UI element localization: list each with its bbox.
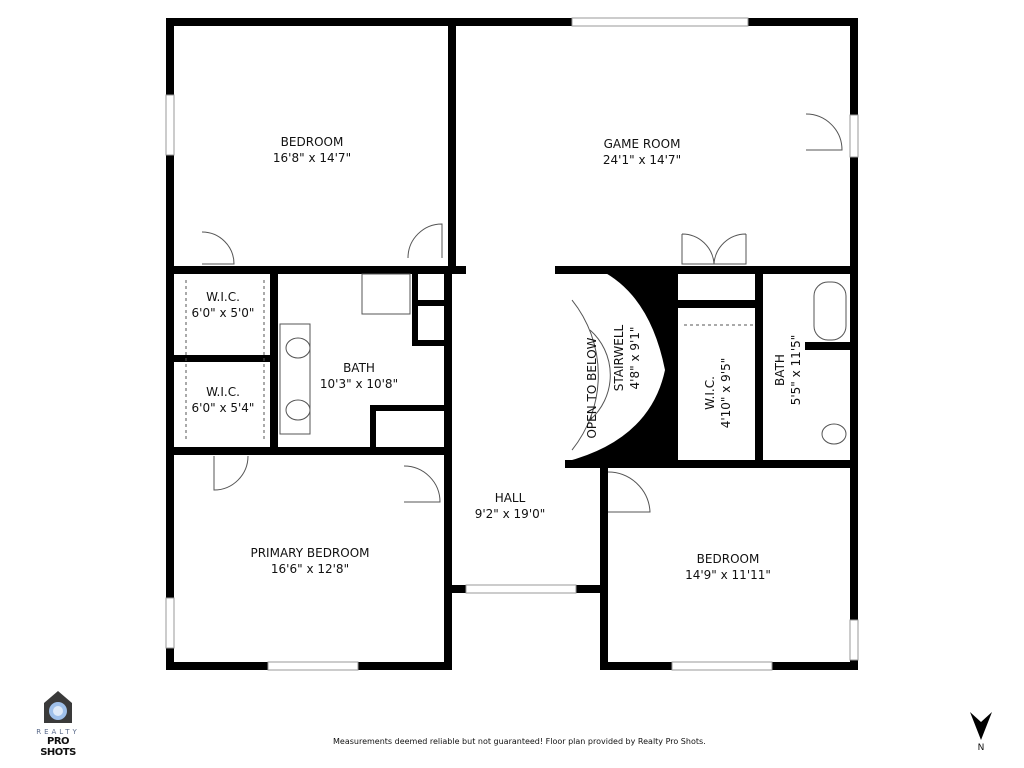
room-name: GAME ROOM bbox=[603, 137, 681, 151]
disclaimer: Measurements deemed reliable but not gua… bbox=[333, 737, 706, 746]
room-size: 16'6" x 12'8" bbox=[270, 562, 350, 576]
room-name: HALL bbox=[494, 491, 526, 505]
room-name: W.I.C. bbox=[703, 376, 717, 410]
fixtures bbox=[185, 113, 847, 513]
compass-label: N bbox=[977, 743, 985, 753]
logo-line-1: REALTY bbox=[36, 728, 80, 736]
room-name: STAIRWELL bbox=[612, 324, 626, 392]
room-name: W.I.C. bbox=[206, 385, 240, 399]
north-arrow-icon bbox=[970, 712, 992, 740]
room-label-wic-1: W.I.C. 6'0" x 5'0" bbox=[192, 289, 255, 321]
room-label-bedroom-nw: BEDROOM 16'8" x 14'7" bbox=[273, 134, 351, 166]
room-name: BATH bbox=[343, 361, 375, 375]
compass: N bbox=[968, 710, 994, 753]
room-label-wic-3: W.I.C.4'10" x 9'5" bbox=[702, 358, 734, 429]
room-name: OPEN TO BELOW bbox=[585, 337, 599, 439]
room-label-hall: HALL 9'2" x 19'0" bbox=[475, 490, 546, 522]
room-size: 9'2" x 19'0" bbox=[474, 507, 546, 521]
room-size: 14'9" x 11'11" bbox=[685, 568, 771, 582]
room-size: 10'3" x 10'8" bbox=[319, 377, 399, 391]
room-label-bath-main: BATH 10'3" x 10'8" bbox=[320, 360, 398, 392]
room-size: 4'8" x 9'1" bbox=[628, 326, 642, 390]
room-label-game-room: GAME ROOM 24'1" x 14'7" bbox=[603, 136, 681, 168]
room-name: W.I.C. bbox=[206, 290, 240, 304]
room-name: PRIMARY BEDROOM bbox=[250, 546, 370, 560]
windows bbox=[165, 17, 859, 671]
room-size: 6'0" x 5'4" bbox=[191, 401, 255, 415]
room-label-wic-2: W.I.C. 6'0" x 5'4" bbox=[192, 384, 255, 416]
room-size: 4'10" x 9'5" bbox=[719, 357, 733, 429]
room-size: 16'8" x 14'7" bbox=[272, 151, 352, 165]
room-name: BEDROOM bbox=[280, 135, 344, 149]
room-name: BEDROOM bbox=[696, 552, 760, 566]
logo-line-2: PRO SHOTS bbox=[40, 736, 76, 758]
room-label-open-to-below: OPEN TO BELOW bbox=[584, 337, 600, 438]
room-label-primary-bedroom: PRIMARY BEDROOM 16'6" x 12'8" bbox=[250, 545, 369, 577]
room-size: 5'5" x 11'5" bbox=[789, 334, 803, 406]
room-label-bedroom-se: BEDROOM 14'9" x 11'11" bbox=[685, 551, 771, 583]
room-size: 24'1" x 14'7" bbox=[602, 153, 682, 167]
room-name: BATH bbox=[773, 354, 787, 386]
room-size: 6'0" x 5'0" bbox=[191, 306, 255, 320]
realty-pro-shots-logo: REALTY PRO SHOTS bbox=[30, 690, 86, 758]
house-camera-icon bbox=[44, 691, 72, 723]
